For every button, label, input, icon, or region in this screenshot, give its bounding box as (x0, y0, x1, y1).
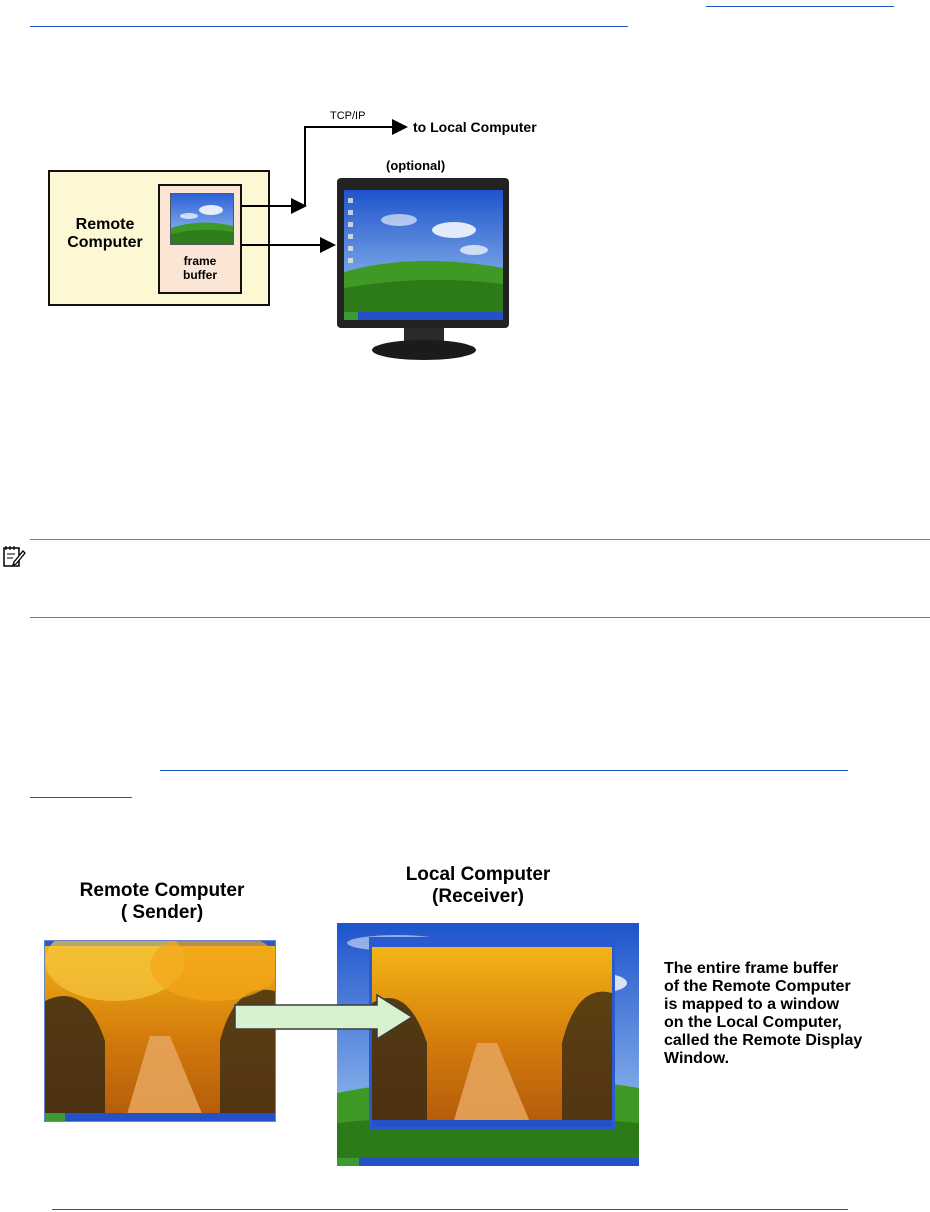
monitor-screen (344, 190, 503, 320)
link-underline-top[interactable] (30, 26, 628, 27)
remote-computer-title: Remote Computer ( Sender) (79, 880, 245, 923)
tcpip-label: TCP/IP (330, 110, 366, 122)
remote-desktop-screenshot (44, 940, 276, 1122)
note-top-rule (30, 539, 930, 540)
optional-label: (optional) (386, 158, 446, 173)
link-underline-mid-wrap[interactable] (30, 797, 132, 798)
mapping-arrow (234, 993, 414, 1041)
local-desktop-screenshot (337, 923, 639, 1166)
link-underline-bottom[interactable] (52, 1209, 848, 1210)
link-underline-top-right[interactable] (706, 6, 894, 7)
frame-buffer-label: frame buffer (183, 254, 217, 282)
monitor-neck (404, 328, 444, 342)
figure1-connectors (242, 119, 408, 253)
note-pencil-icon (2, 544, 26, 568)
figure2-description: The entire frame buffer of the Remote Co… (664, 960, 863, 1067)
frame-buffer-thumbnail (170, 193, 234, 245)
monitor-base (372, 340, 476, 360)
local-computer-title: Local Computer (Receiver) (405, 864, 551, 907)
note-bottom-rule (30, 617, 930, 618)
link-underline-mid[interactable] (160, 770, 848, 771)
remote-computer-label: Remote Computer (67, 216, 143, 251)
to-local-computer-label: to Local Computer (413, 119, 537, 135)
